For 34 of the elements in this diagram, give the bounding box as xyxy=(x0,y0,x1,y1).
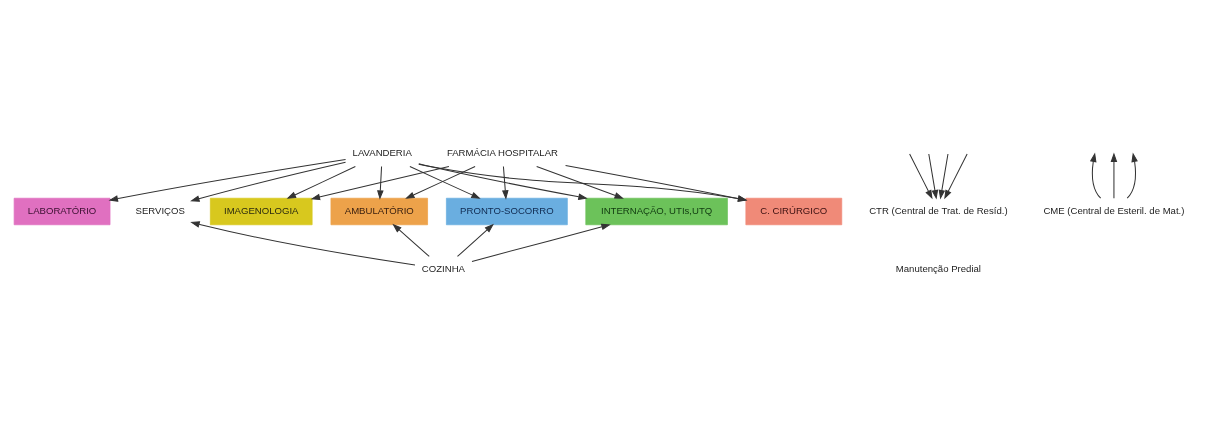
arrow xyxy=(909,153,939,200)
node-box: AMBULATÓRIO xyxy=(330,197,428,226)
arrow xyxy=(471,223,611,262)
node-text: CME (Central de Esteril. de Mat.) xyxy=(1043,205,1185,217)
arrow xyxy=(190,221,416,266)
arrow xyxy=(1126,152,1138,199)
arrow xyxy=(418,163,748,202)
arrow xyxy=(418,163,588,200)
node-box: C. CIRÚRGICO xyxy=(745,197,843,226)
arrow xyxy=(392,223,430,257)
node-box: PRONTO-SOCORRO xyxy=(446,197,568,226)
arrow xyxy=(938,153,968,200)
arrow xyxy=(108,159,347,202)
arrow xyxy=(456,223,494,257)
arrow xyxy=(938,153,952,200)
arrow xyxy=(190,161,347,202)
node-box: INTERNAÇÃO, UTIs,UTQ xyxy=(585,197,728,226)
node-text: SERVIÇOS xyxy=(135,205,185,217)
arrow xyxy=(565,164,748,202)
arrow xyxy=(536,166,624,199)
node-box: IMAGENOLOGIA xyxy=(210,197,313,226)
node-box: LABORATÓRIO xyxy=(13,197,111,226)
node-text: FARMÁCIA HOSPITALAR xyxy=(446,146,558,158)
arrow xyxy=(502,166,509,200)
arrow xyxy=(310,166,450,201)
label: Manutenção Predial xyxy=(895,263,981,275)
node-text: LAVANDERIA xyxy=(352,146,412,158)
arrow xyxy=(286,166,356,199)
arrow xyxy=(1110,152,1118,199)
arrow xyxy=(925,153,939,200)
node-text: CTR (Central de Trat. de Resíd.) xyxy=(869,205,1008,217)
node-text: COZINHA xyxy=(421,263,465,275)
arrow xyxy=(377,166,384,200)
arrow xyxy=(1089,152,1102,199)
